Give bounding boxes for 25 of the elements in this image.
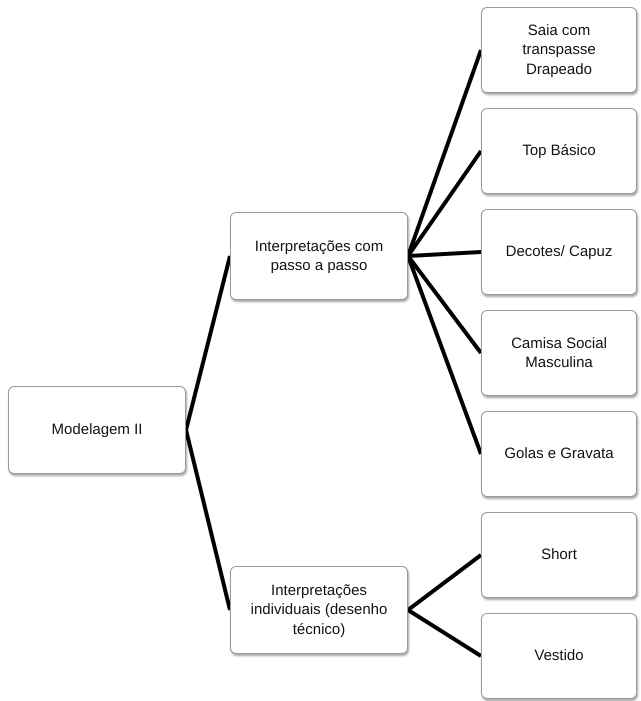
node-label: Golas e Gravata xyxy=(504,444,614,464)
node-label: Saia com transpasse Drapeado xyxy=(521,20,597,80)
node-label: Modelagem II xyxy=(52,420,142,440)
node-label: Top Básico xyxy=(522,141,596,161)
node-box xyxy=(230,566,408,654)
node-label: Interpretações individuais (desenho técnico) xyxy=(250,580,388,640)
node-box xyxy=(481,310,637,396)
node-label: Interpretações com passo a passo xyxy=(254,236,384,276)
node-box xyxy=(481,209,637,295)
node-box xyxy=(481,7,637,93)
node-box xyxy=(230,212,408,300)
connector-line xyxy=(184,256,232,430)
connector-line xyxy=(406,608,482,658)
node-box xyxy=(481,108,637,194)
node-label: Short xyxy=(541,545,577,565)
connector-line xyxy=(184,430,232,610)
connector-line xyxy=(406,553,482,612)
node-label: Decotes/ Capuz xyxy=(506,242,612,262)
node-label: Camisa Social Masculina xyxy=(510,334,608,372)
node-box xyxy=(481,512,637,598)
node-label: Vestido xyxy=(534,646,584,666)
node-box xyxy=(481,411,637,497)
node-box xyxy=(8,386,186,474)
node-box xyxy=(481,613,637,699)
connector-line xyxy=(408,250,482,258)
